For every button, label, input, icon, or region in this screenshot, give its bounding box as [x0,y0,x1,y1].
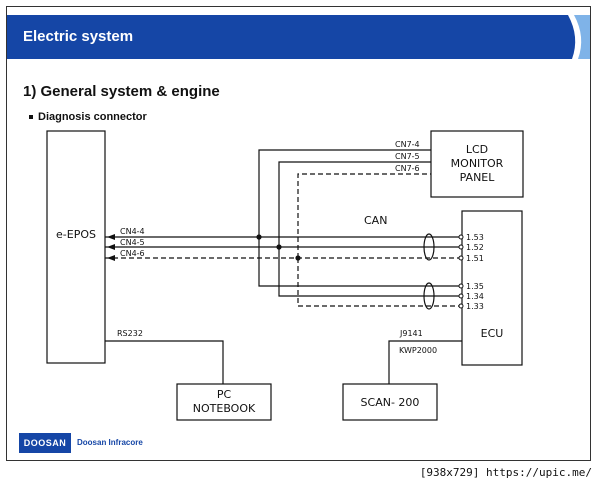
cn4-5-label: CN4-5 [120,238,145,247]
company-name: Doosan Infracore [77,438,143,447]
cn7-5-label: CN7-5 [395,152,420,161]
cn7-6-label: CN7-6 [395,164,420,173]
pin-151-label: 1.51 [466,254,484,263]
rs232-label: RS232 [117,329,143,338]
doosan-logo: DOOSAN [19,433,71,453]
epos-label: e-EPOS [56,228,96,241]
lcd-label-line3: PANEL [460,171,496,184]
lcd-panel-block [430,130,524,198]
lcd-label-line1: LCD [466,143,488,156]
banner-wave-decoration [568,15,590,59]
pin-134-label: 1.34 [466,292,484,301]
title-banner: Electric system [7,15,590,59]
pin-153-label: 1.53 [466,233,484,242]
j9141-label: J9141 [399,329,423,338]
section-heading: 1) General system & engine [23,83,220,100]
slide-frame: Electric system 1) General system & engi… [6,6,591,461]
scan-label: SCAN- 200 [361,396,420,409]
cn7-4-label: CN7-4 [395,140,420,149]
image-credit: [938x729] https://upic.me/ [419,466,592,479]
cn4-6-label: CN4-6 [120,249,145,258]
cn4-4-label: CN4-4 [120,227,145,236]
section-subheading: Diagnosis connector [29,111,147,123]
slide-title: Electric system [23,28,134,45]
pc-notebook-block [176,383,272,421]
kwp2000-label: KWP2000 [399,346,437,355]
lcd-label-line2: MONITOR [451,157,504,170]
pc-label-line1: PC [217,388,232,401]
pin-133-label: 1.33 [466,302,484,311]
bullet-icon [29,115,33,120]
subheading-text: Diagnosis connector [38,111,147,123]
ecu-label: ECU [481,327,504,340]
pin-135-label: 1.35 [466,282,484,291]
scan-block [342,383,438,421]
epos-block [46,130,106,364]
wiring-diagram: e-EPOS LCD MONITOR PANEL ECU PC NOTEBOOK… [46,130,524,421]
can-label: CAN [364,214,387,227]
pc-label-line2: NOTEBOOK [193,402,256,415]
pin-152-label: 1.52 [466,243,484,252]
